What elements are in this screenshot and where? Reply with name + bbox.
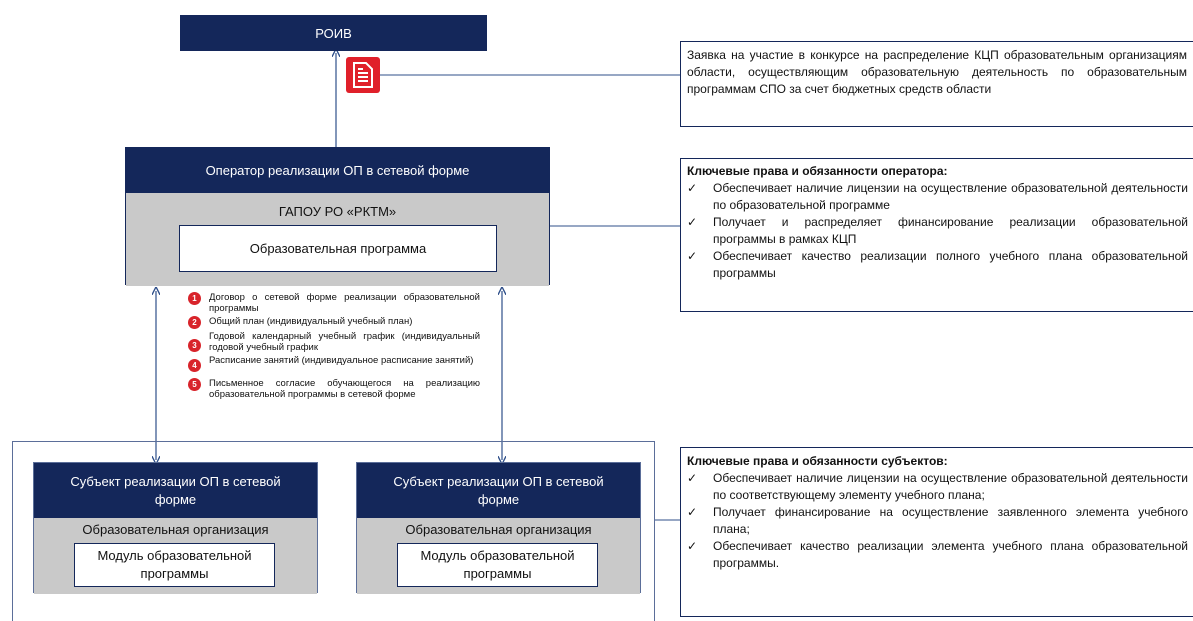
step-text: Договор о сетевой форме реализации образ… (209, 292, 480, 314)
step-number-badge: 1 (188, 292, 201, 305)
step-number-badge: 5 (188, 378, 201, 391)
subject-block-2: Субъект реализации ОП в сетевой форме Об… (356, 462, 641, 594)
document-icon (346, 57, 380, 93)
subject-right-text: Обеспечивает качество реализации элемент… (713, 539, 1188, 570)
list-item: ✓ Обеспечивает качество реализации элеме… (687, 538, 1188, 572)
subject-rights-panel: Ключевые права и обязанности субъектов: … (680, 447, 1193, 617)
check-icon: ✓ (687, 181, 698, 195)
program-module-label: Модуль образовательной программы (97, 548, 252, 581)
subject-org-name: Образовательная организация (405, 522, 592, 537)
list-item: ✓ Получает финансирование на осуществлен… (687, 504, 1188, 538)
step-number-badge: 4 (188, 359, 201, 372)
list-item: 4 Расписание занятий (индивидуальное рас… (188, 355, 480, 372)
list-item: 2 Общий план (индивидуальный учебный пла… (188, 316, 480, 329)
list-item: ✓ Обеспечивает наличие лицензии на осуще… (687, 470, 1188, 504)
program-module-box: Модуль образовательной программы (74, 543, 275, 587)
documents-list: 1 Договор о сетевой форме реализации обр… (188, 292, 480, 402)
subject-right-text: Получает финансирование на осуществление… (713, 505, 1188, 536)
list-item: 1 Договор о сетевой форме реализации обр… (188, 292, 480, 314)
step-text: Общий план (индивидуальный учебный план) (209, 316, 413, 327)
list-item: ✓ Обеспечивает наличие лицензии на осуще… (687, 180, 1188, 214)
educational-program-label: Образовательная программа (249, 241, 427, 256)
operator-org-name: ГАПОУ РО «РКТМ» (278, 204, 397, 219)
subject-rights-title: Ключевые права и обязанности субъектов: (687, 454, 948, 468)
list-item: 5 Письменное согласие обучающегося на ре… (188, 378, 480, 400)
list-item: ✓ Обеспечивает качество реализации полно… (687, 248, 1188, 282)
subject-org-name: Образовательная организация (82, 522, 269, 537)
operator-right-text: Обеспечивает качество реализации полного… (713, 249, 1188, 280)
application-note-text: Заявка на участие в конкурсе на распреде… (687, 48, 1187, 96)
roiv-label: РОИВ (315, 25, 352, 41)
step-text: Письменное согласие обучающегося на реал… (209, 378, 480, 400)
operator-body: ГАПОУ РО «РКТМ» Образовательная программ… (126, 193, 549, 286)
operator-right-text: Получает и распределяет финансирование р… (713, 215, 1188, 246)
application-note: Заявка на участие в конкурсе на распреде… (680, 41, 1193, 127)
subject-header: Субъект реализации ОП в сетевой форме (34, 463, 317, 518)
subject-body: Образовательная организация Модуль образ… (34, 518, 317, 594)
check-icon: ✓ (687, 249, 698, 263)
program-module-box: Модуль образовательной программы (397, 543, 598, 587)
subject-header-text: Субъект реализации ОП в сетевой форме (393, 473, 604, 507)
subjects-frame (12, 441, 655, 621)
operator-header-text: Оператор реализации ОП в сетевой форме (205, 163, 470, 178)
operator-right-text: Обеспечивает наличие лицензии на осущест… (713, 181, 1188, 212)
check-icon: ✓ (687, 505, 698, 519)
subject-block-1: Субъект реализации ОП в сетевой форме Об… (33, 462, 318, 594)
list-item: 3 Годовой календарный учебный график (ин… (188, 331, 480, 353)
subject-header-text: Субъект реализации ОП в сетевой форме (70, 473, 281, 507)
subject-header: Субъект реализации ОП в сетевой форме (357, 463, 640, 518)
operator-rights-panel: Ключевые права и обязанности оператора: … (680, 158, 1193, 312)
subject-right-text: Обеспечивает наличие лицензии на осущест… (713, 471, 1188, 502)
educational-program-box: Образовательная программа (179, 225, 497, 272)
check-icon: ✓ (687, 539, 698, 553)
program-module-label: Модуль образовательной программы (420, 548, 575, 581)
subject-body: Образовательная организация Модуль образ… (357, 518, 640, 594)
step-text: Годовой календарный учебный график (инди… (209, 331, 480, 353)
roiv-box: РОИВ (180, 15, 487, 51)
operator-block: Оператор реализации ОП в сетевой форме Г… (125, 147, 550, 286)
step-number-badge: 3 (188, 339, 201, 352)
list-item: ✓ Получает и распределяет финансирование… (687, 214, 1188, 248)
operator-rights-title: Ключевые права и обязанности оператора: (687, 164, 948, 178)
step-number-badge: 2 (188, 316, 201, 329)
check-icon: ✓ (687, 215, 698, 229)
check-icon: ✓ (687, 471, 698, 485)
step-text: Расписание занятий (индивидуальное распи… (209, 355, 474, 366)
operator-header: Оператор реализации ОП в сетевой форме (126, 148, 549, 193)
